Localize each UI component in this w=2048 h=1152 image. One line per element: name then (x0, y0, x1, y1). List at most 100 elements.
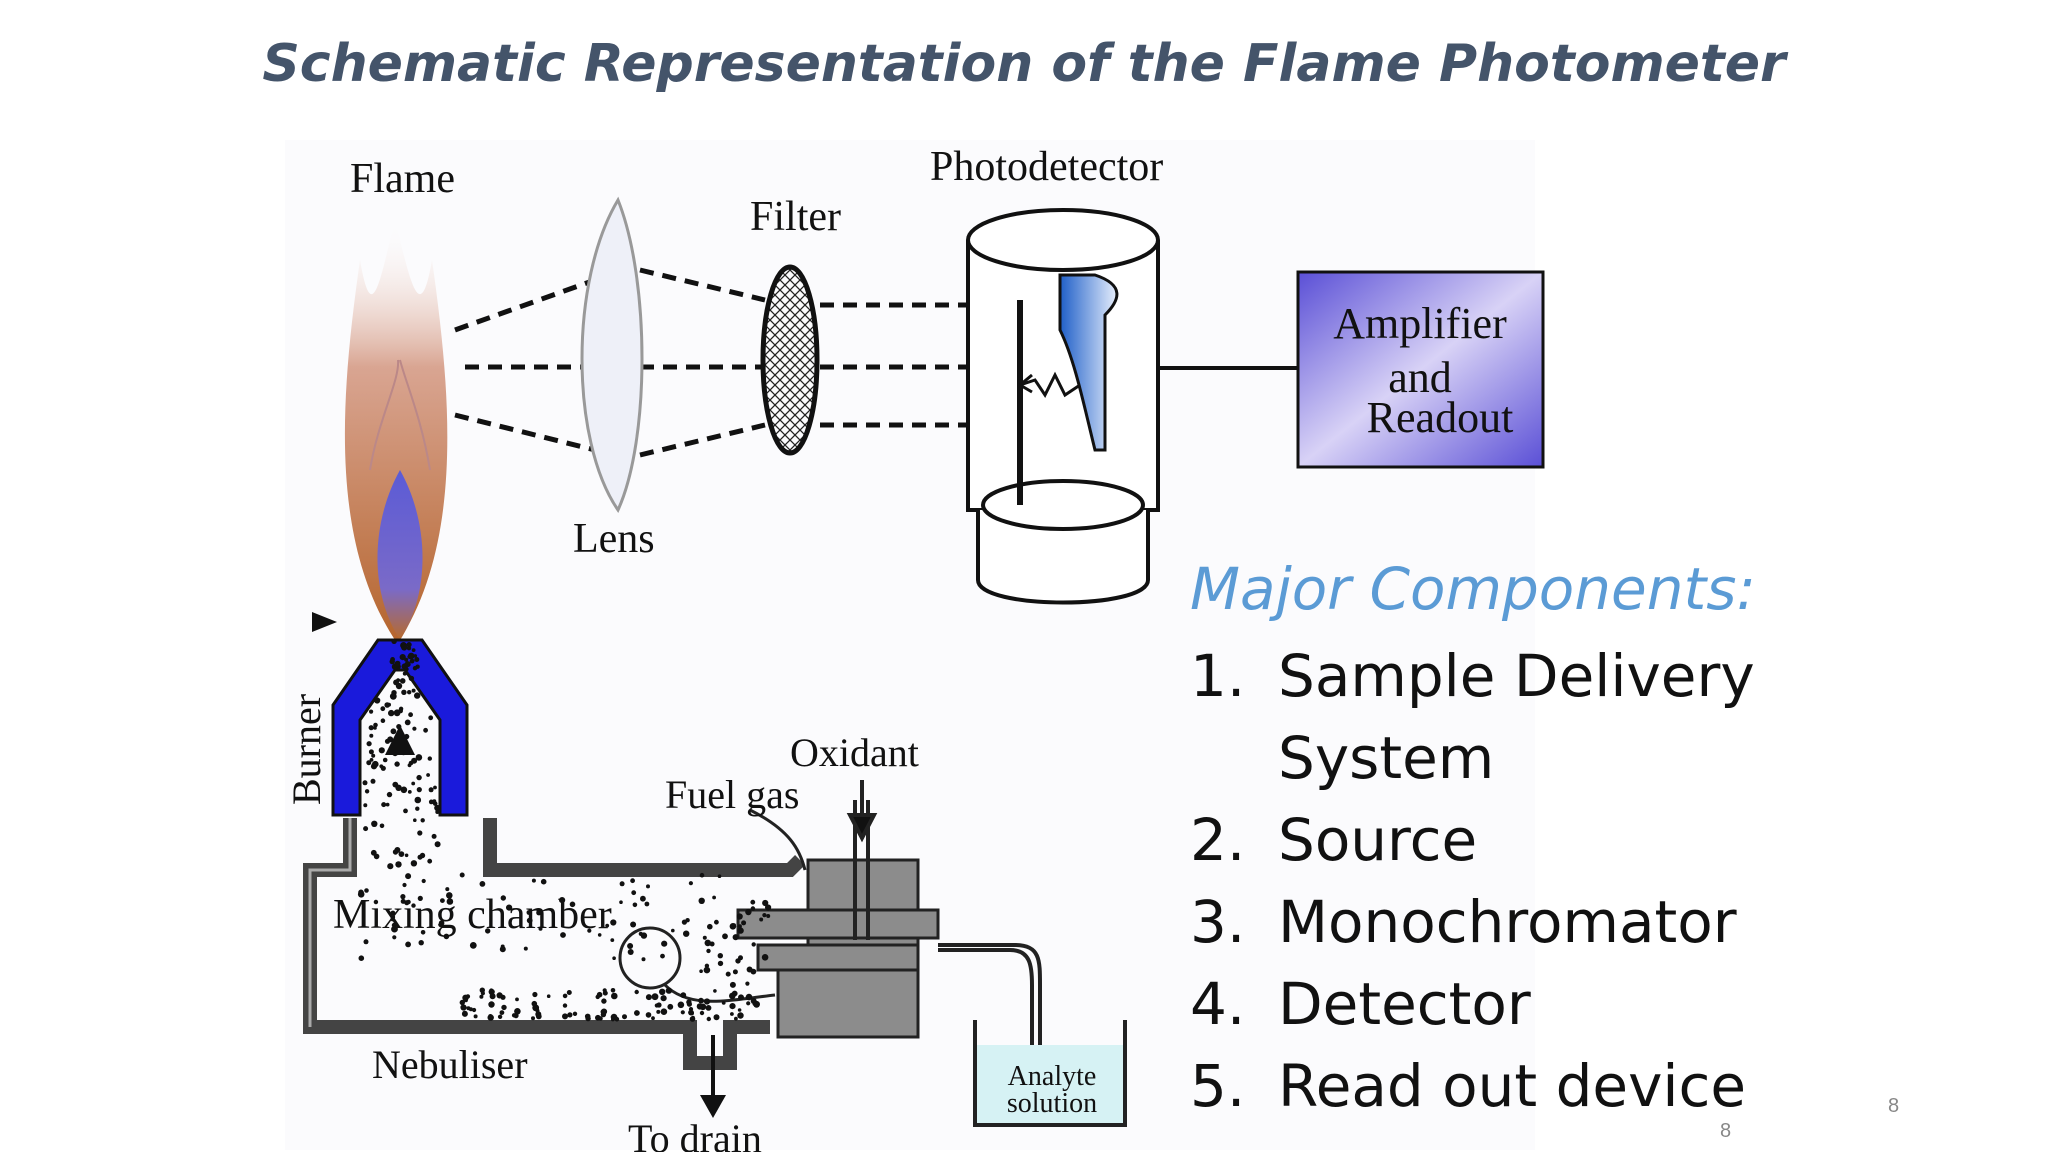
droplet (391, 915, 396, 919)
light-beams (454, 267, 970, 458)
droplet (368, 725, 374, 731)
droplet (421, 878, 426, 884)
droplet (737, 1008, 742, 1012)
droplet (717, 874, 722, 878)
droplet (644, 901, 650, 907)
droplet (622, 1014, 627, 1020)
droplet (730, 1012, 734, 1016)
droplet (385, 802, 390, 807)
droplet (612, 956, 616, 960)
droplet (699, 969, 703, 973)
droplet (598, 1016, 603, 1021)
droplet (645, 1012, 652, 1018)
to-drain-label: To drain (628, 1116, 762, 1152)
droplet (526, 910, 532, 915)
droplet (472, 1007, 477, 1013)
droplet (412, 726, 417, 731)
droplet (432, 799, 437, 804)
droplet (759, 917, 764, 922)
analyte-label-line2: solution (1007, 1088, 1097, 1119)
oxidant-label: Oxidant (790, 730, 919, 775)
droplet (409, 658, 415, 664)
droplet (752, 1002, 757, 1006)
droplet (415, 806, 420, 811)
droplet (487, 1014, 494, 1021)
droplet (446, 898, 454, 905)
droplet (526, 917, 533, 924)
droplet (387, 702, 391, 707)
droplet (745, 908, 752, 916)
droplet (645, 994, 652, 1001)
component-number: 5. (1190, 1052, 1246, 1120)
droplet (572, 1011, 578, 1016)
droplet (640, 895, 646, 902)
droplet (735, 958, 741, 964)
droplet (389, 658, 395, 665)
droplet (480, 991, 485, 996)
droplet (414, 692, 421, 699)
droplet (680, 1010, 685, 1015)
droplet (765, 904, 772, 911)
droplet (717, 960, 724, 967)
droplet (560, 932, 566, 938)
droplet (398, 851, 405, 857)
droplet (426, 773, 430, 777)
droplet (514, 1008, 521, 1015)
droplet (699, 872, 705, 878)
droplet (378, 747, 385, 754)
droplet (434, 804, 441, 812)
droplet (403, 808, 408, 814)
droplet (381, 802, 387, 808)
droplet (488, 1001, 495, 1008)
droplet (500, 895, 506, 901)
droplet (373, 853, 380, 860)
droplet (540, 878, 547, 885)
droplet (523, 946, 528, 951)
droplet (660, 953, 665, 959)
droplet (407, 790, 412, 794)
component-item: 5.Read out device (1190, 1045, 1778, 1127)
droplet (704, 963, 710, 968)
droplet (369, 733, 374, 738)
droplet (390, 910, 396, 916)
droplet (651, 993, 659, 1001)
droplet (440, 898, 445, 903)
components-heading: Major Components: (1190, 555, 1756, 623)
droplet (602, 990, 608, 996)
droplet (750, 899, 756, 905)
droplet (468, 1007, 473, 1012)
droplet (401, 664, 406, 669)
analyte-beaker (973, 1020, 1127, 1127)
droplet (688, 881, 694, 886)
droplet (469, 942, 477, 949)
droplet (680, 992, 687, 999)
droplet (699, 1010, 705, 1016)
droplet (370, 778, 376, 784)
fuel-gas-label: Fuel gas (665, 772, 799, 817)
droplet (745, 981, 750, 986)
component-item: 1.Sample Delivery System (1190, 635, 1778, 799)
droplet (411, 648, 416, 652)
droplet (506, 904, 513, 911)
droplet (600, 1008, 608, 1015)
droplet (363, 939, 369, 945)
droplet (382, 757, 388, 763)
droplet (406, 642, 412, 648)
droplet (402, 671, 407, 676)
lens-graphic (580, 196, 644, 514)
droplet (374, 697, 381, 704)
component-text: Detector (1278, 970, 1531, 1038)
droplet (634, 989, 639, 995)
aerosol-droplets (357, 638, 772, 1022)
flame-label: Flame (350, 156, 455, 202)
droplet (641, 957, 646, 962)
droplet (391, 925, 398, 933)
droplet (706, 1016, 711, 1022)
droplet (405, 941, 411, 948)
droplet (461, 1010, 468, 1017)
droplet (562, 1003, 568, 1008)
droplet (380, 718, 386, 723)
droplet (690, 1011, 694, 1016)
droplet (400, 786, 408, 794)
